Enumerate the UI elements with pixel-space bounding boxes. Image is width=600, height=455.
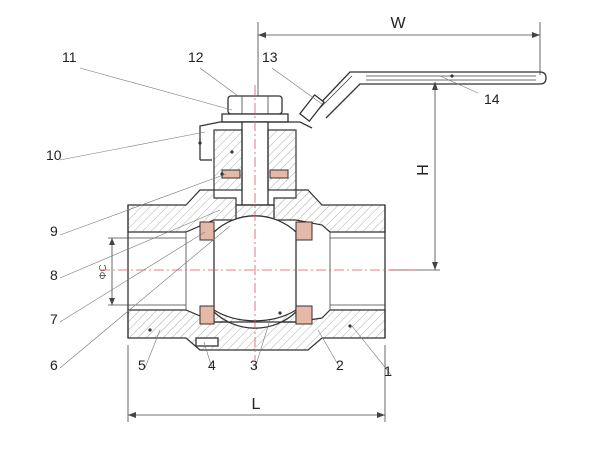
part-label-8: 8 (50, 267, 58, 283)
part-label-10: 10 (46, 147, 62, 163)
marker-dots (148, 74, 454, 332)
leader-lines (59, 67, 479, 377)
part-labels: 11 12 13 14 10 9 8 7 6 5 4 3 2 1 (46, 49, 500, 379)
part-label-13: 13 (262, 49, 278, 65)
gland (213, 129, 297, 191)
part-label-4: 4 (208, 357, 216, 373)
part-label-9: 9 (50, 223, 58, 239)
dimension-l-label: L (252, 396, 261, 413)
part-label-2: 2 (336, 357, 344, 373)
part-label-7: 7 (50, 311, 58, 327)
dimension-l: L (127, 345, 386, 422)
dimension-phic: ΦC (98, 237, 128, 306)
handle (298, 71, 547, 123)
dimension-h-label: H (415, 164, 432, 176)
dimension-w-label: W (390, 15, 406, 32)
dimension-h: H (390, 82, 440, 271)
part-label-3: 3 (250, 357, 258, 373)
part-label-12: 12 (188, 49, 204, 65)
part-label-1: 1 (384, 363, 392, 379)
part-label-11: 11 (62, 49, 77, 65)
center-lines (100, 85, 420, 360)
part-label-6: 6 (50, 357, 58, 373)
dimension-phic-label: ΦC (98, 264, 109, 279)
dimension-w: W (257, 15, 541, 135)
part-label-14: 14 (484, 91, 500, 107)
stop-plate (199, 121, 313, 161)
part-label-5: 5 (138, 357, 146, 373)
seats (199, 221, 313, 325)
